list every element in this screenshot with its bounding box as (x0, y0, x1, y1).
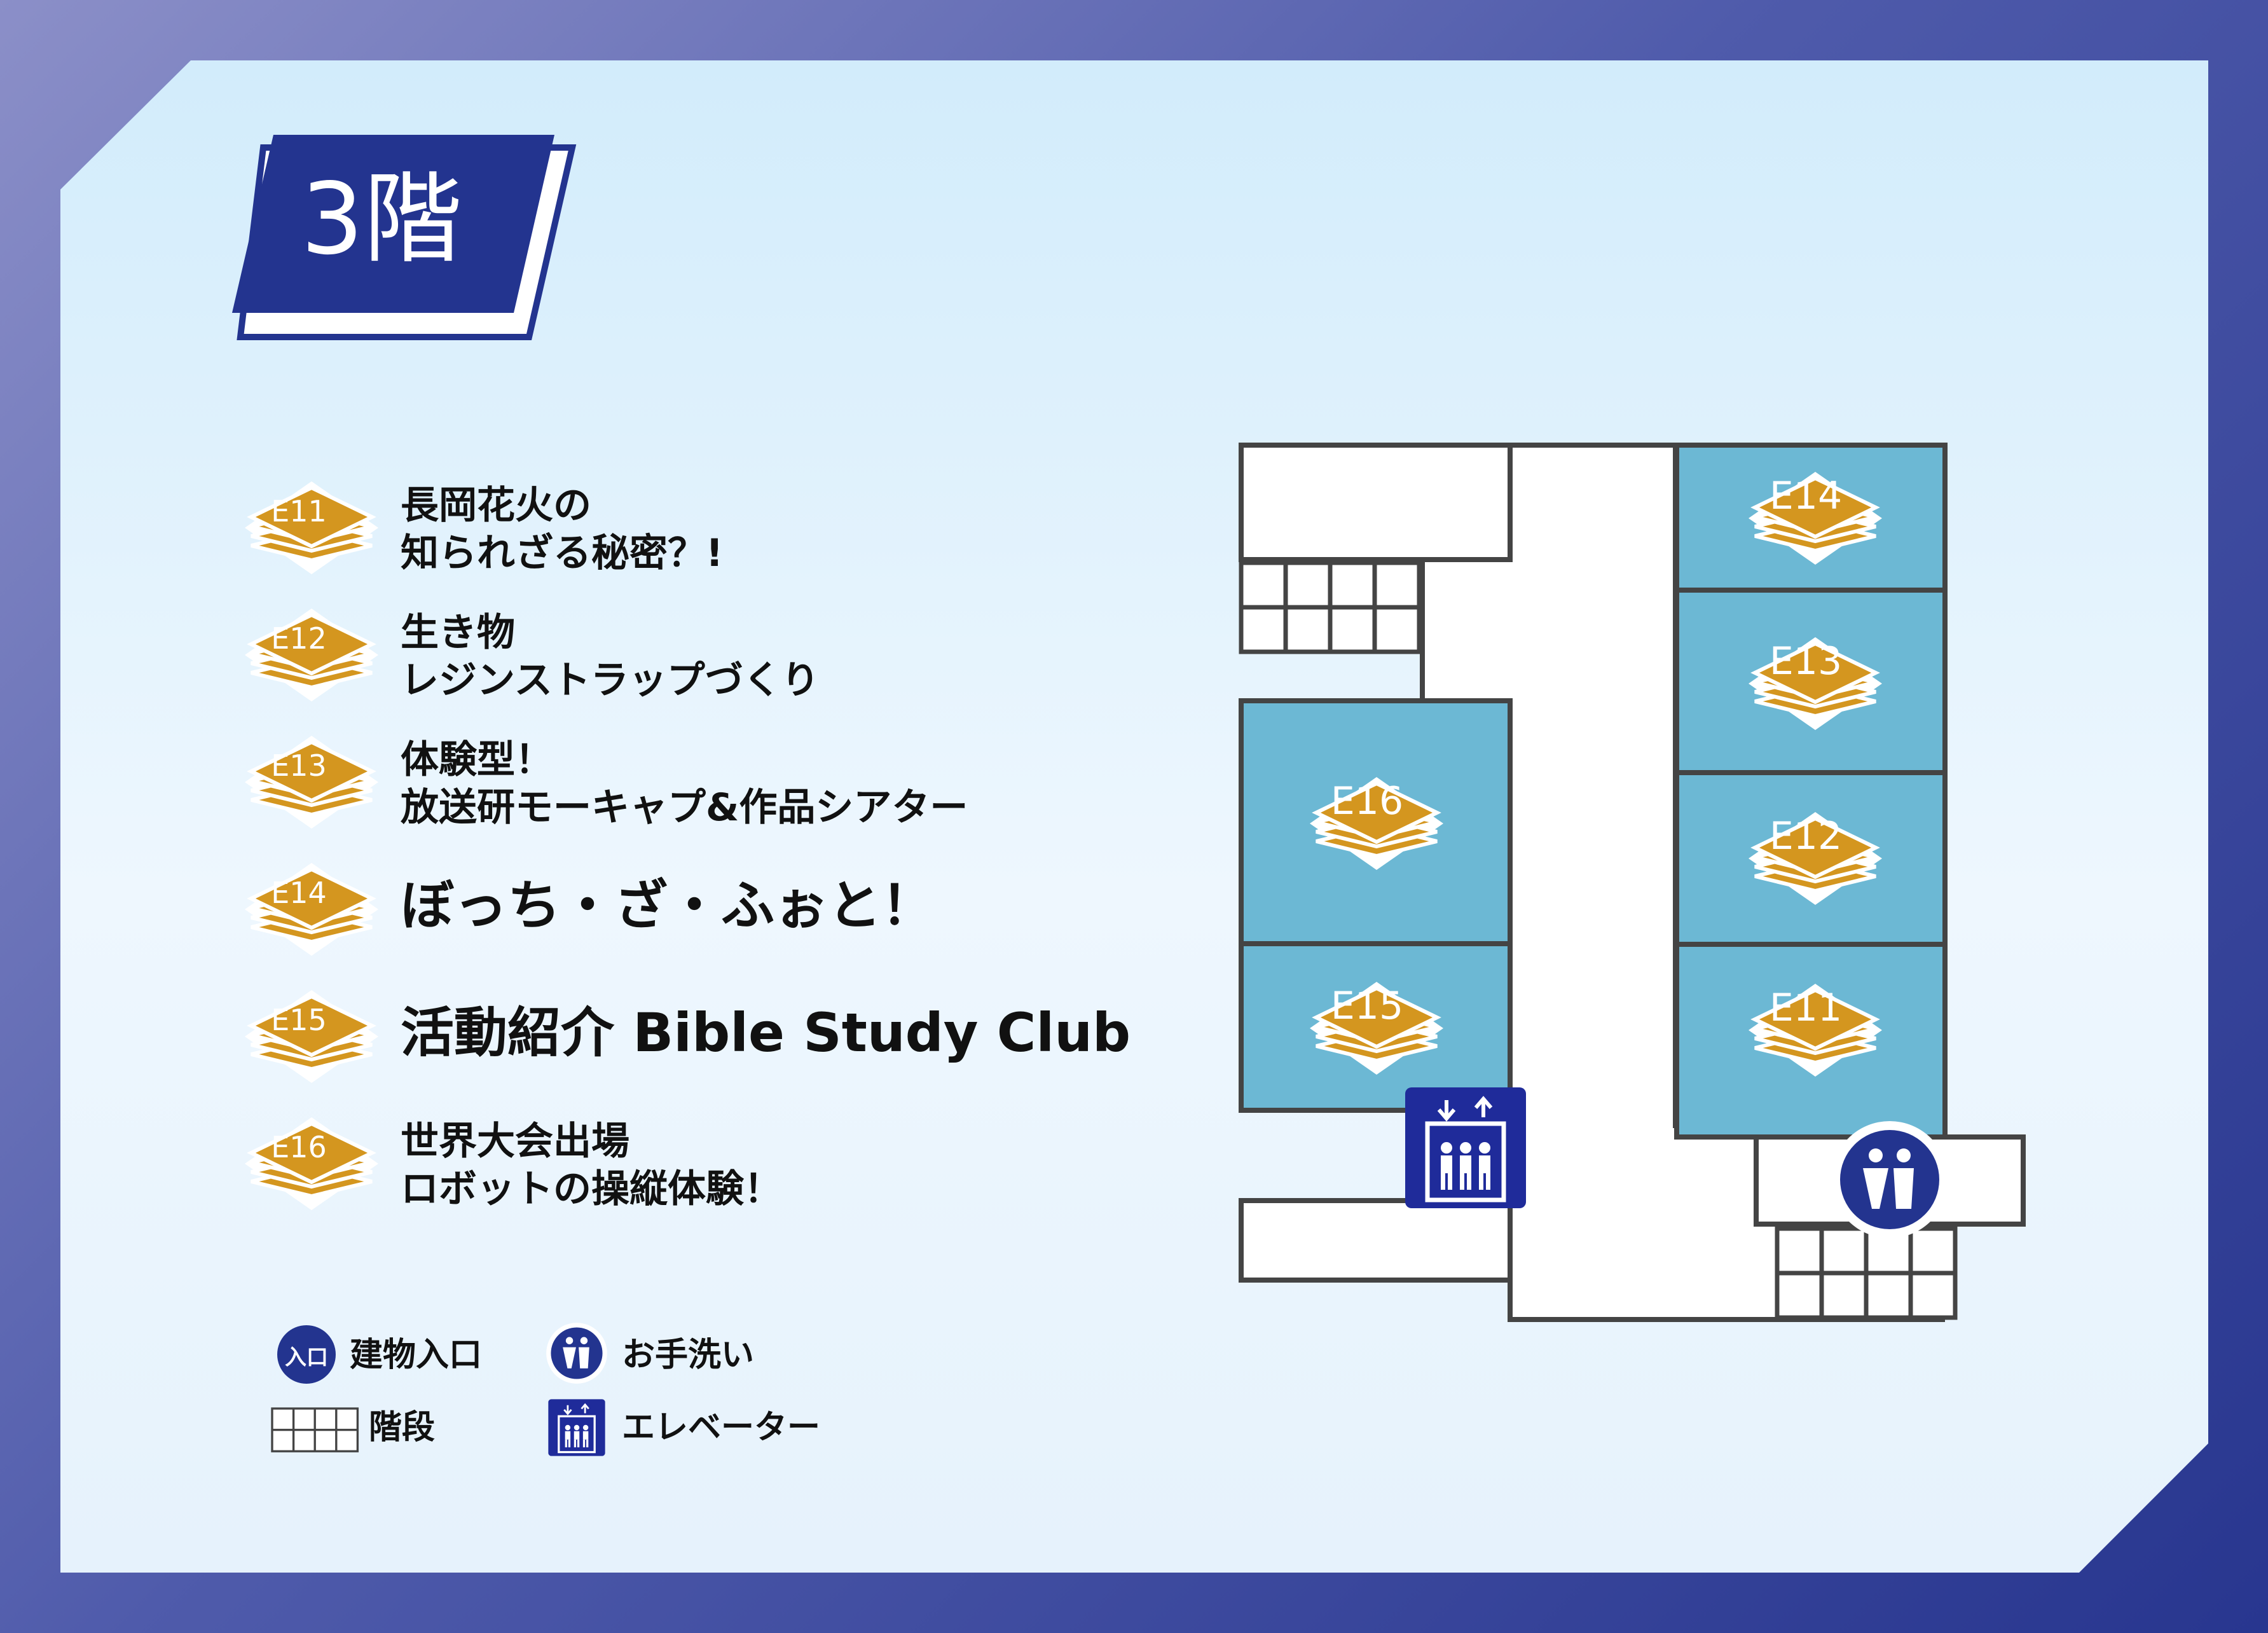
map-room: E14 (1674, 443, 1948, 593)
stairs-icon (1777, 1229, 1955, 1318)
map-room-code: E11 (1770, 986, 1842, 1030)
legend-item: E13 体験型！放送研モーキャプ&作品シアター (245, 736, 968, 830)
legend-code: E13 (271, 748, 327, 783)
legend-title-line: レジンストラップづくり (401, 658, 820, 703)
restroom-icon (1831, 1121, 1948, 1238)
legend-code: E12 (271, 621, 327, 656)
legend-title-line: 体験型！ (401, 738, 553, 782)
legend-title-line: 長岡花火の (401, 483, 591, 528)
restroom-label: お手洗い (622, 1336, 754, 1374)
map-room-code: E12 (1770, 814, 1842, 858)
room-upper-left (1239, 443, 1513, 562)
room-bottom-left (1239, 1198, 1513, 1283)
legend-title-line: 生き物 (401, 610, 515, 655)
legend-code: E16 (271, 1130, 327, 1164)
map-room: E15 (1239, 941, 1513, 1113)
map-room: E11 (1674, 942, 1948, 1140)
map-room: E16 (1239, 698, 1513, 946)
floor-title: 3階 (301, 162, 462, 277)
legend-title-line: 知られざる秘密？! (401, 531, 723, 575)
stairs-icon (271, 1407, 359, 1452)
legend-code: E15 (271, 1003, 327, 1037)
legend-code: E14 (271, 876, 327, 910)
stairs-icon (1241, 563, 1419, 652)
legend-title-line: 放送研モーキャプ&作品シアター (401, 785, 968, 830)
map-room-code: E16 (1331, 779, 1403, 823)
legend-title-line: ロボットの操縦体験！ (401, 1167, 782, 1211)
legend-title: ぼっち・ざ・ふぉと！ (401, 874, 935, 937)
floor-title-tag: 3階 (232, 135, 577, 340)
entrance-badge: 入口 (285, 1345, 328, 1370)
entrance-icon (277, 1325, 336, 1384)
legend-title-line: 世界大会出場 (401, 1119, 629, 1164)
elevator-icon (1405, 1087, 1526, 1208)
entrance-label: 建物入口 (350, 1336, 482, 1374)
restroom-icon (546, 1323, 607, 1384)
legend-code: E11 (271, 494, 327, 528)
legend-item: E15 活動紹介 Bible Study Club (245, 990, 1131, 1083)
map-room: E12 (1674, 770, 1948, 947)
map-room-code: E13 (1770, 639, 1842, 684)
legend-title: 活動紹介 Bible Study Club (401, 1002, 1131, 1064)
map-room-code: E15 (1331, 984, 1403, 1028)
elevator-label: エレベーター (622, 1409, 820, 1447)
map-room: E13 (1674, 588, 1948, 775)
map-room-code: E14 (1770, 474, 1842, 518)
legend-item: E14 ぼっち・ざ・ふぉと！ (245, 863, 935, 956)
elevator-icon (548, 1399, 605, 1456)
stairs-label: 階段 (369, 1409, 435, 1447)
map-key: 入口 建物入口 階段 お手洗い エレベーター (271, 1323, 820, 1456)
